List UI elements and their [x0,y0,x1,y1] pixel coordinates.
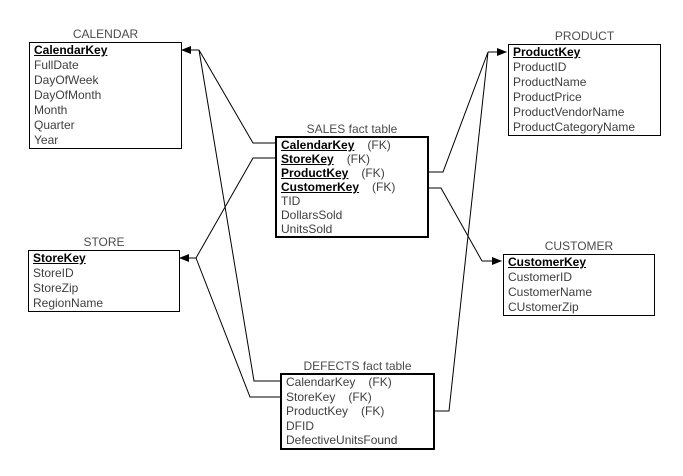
field-row: StoreKey [29,251,179,266]
field-name: TID [281,194,301,208]
field-row: CustomerKey [504,255,654,270]
field-row: CalendarKey (FK) [282,375,433,390]
fk-label: (FK) [348,389,372,404]
field-name: ProductPrice [513,90,582,104]
field-row: Month [30,103,181,118]
field-row: UnitsSold [277,222,427,236]
field-name: DefectiveUnitsFound [286,433,398,447]
connector-defects-store [195,257,281,398]
field-name: ProductKey [281,166,349,180]
field-row: DayOfMonth [30,88,181,103]
field-name: StoreID [33,266,74,280]
field-row: DollarsSold [277,208,427,222]
fk-label: (FK) [372,180,396,194]
table-store-title: STORE [83,234,125,249]
field-name: ProductVendorName [513,105,625,119]
table-product: PRODUCT ProductKey ProductID ProductName… [508,29,661,136]
field-row: CUstomerZip [504,300,654,315]
field-name: StoreKey [281,152,334,166]
table-product-title: PRODUCT [554,28,615,43]
field-name: CustomerKey [281,180,360,194]
field-row: ProductVendorName [509,105,660,120]
field-name: ProductKey [513,45,581,59]
fk-label: (FK) [346,152,371,166]
fk-label: (FK) [368,375,392,389]
field-row: ProductID [509,60,660,75]
field-name: ProductCategoryName [513,120,636,134]
connector-sales-product [424,51,489,173]
field-name: CalendarKey [34,43,108,57]
field-row: DFID [282,419,433,434]
field-row: ProductKey (FK) [277,166,427,180]
field-name: StoreKey [286,389,336,404]
field-name: CustomerKey [508,255,587,269]
field-row: StoreKey (FK) [277,152,427,166]
table-sales-fact: SALES fact table CalendarKey(FK) StoreKe… [275,122,429,238]
field-row: CustomerID [504,270,654,285]
field-row: ProductKey (FK) [282,404,433,419]
table-defects-fact: DEFECTS fact table CalendarKey(FK) Store… [280,359,435,450]
fk-label: (FK) [361,404,385,418]
field-row: ProductCategoryName [509,120,660,135]
field-name: RegionName [33,296,104,310]
field-row: ProductPrice [509,90,660,105]
field-row: DefectiveUnitsFound [282,433,433,448]
field-row: ProductKey [509,45,660,60]
field-row: StoreZip [29,281,179,296]
table-customer-title: CUSTOMER [544,238,614,253]
field-name: DayOfWeek [34,73,99,87]
field-row: CalendarKey (FK) [277,138,427,152]
field-row: FullDate [30,58,181,73]
field-row: CustomerName [504,285,654,300]
field-name: CalendarKey [281,138,355,152]
field-row: StoreKey (FK) [282,390,433,405]
field-name: Year [34,133,59,147]
field-name: FullDate [34,58,79,72]
field-name: ProductKey [286,404,349,418]
field-name: DFID [286,418,314,433]
field-row: DayOfWeek [30,73,181,88]
field-name: CalendarKey [286,375,356,389]
field-name: CustomerName [508,285,593,299]
field-row: StoreID [29,266,179,281]
connector-defects-calendar [198,49,281,382]
connector-sales-store [195,157,276,259]
table-defects-title: DEFECTS fact table [303,358,412,373]
field-name: Quarter [34,118,75,132]
field-name: CustomerID [508,270,573,284]
field-row: CalendarKey [30,43,181,58]
field-name: ProductName [513,75,587,89]
table-calendar-title: CALENDAR [72,26,139,41]
field-name: StoreZip [33,281,79,295]
field-name: DollarsSold [281,208,343,222]
connector-defects-product [430,51,489,412]
table-customer: CUSTOMER CustomerKey CustomerID Customer… [503,239,655,316]
field-name: DayOfMonth [34,88,102,102]
field-name: StoreKey [33,251,86,265]
field-row: TID [277,194,427,208]
field-name: Month [34,103,68,117]
field-name: ProductID [513,60,567,74]
table-sales-title: SALES fact table [306,121,398,136]
field-row: CustomerKey (FK) [277,180,427,194]
field-name: UnitsSold [281,222,333,236]
field-row: Year [30,133,181,148]
field-row: RegionName [29,296,179,311]
connector-sales-customer [424,187,483,262]
field-row: Quarter [30,118,181,133]
connector-sales-calendar [198,49,276,144]
table-calendar: CALENDAR CalendarKey FullDate DayOfWeek … [29,27,182,149]
table-store: STORE StoreKey StoreID StoreZip RegionNa… [28,235,180,312]
field-row: ProductName [509,75,660,90]
field-name: CUstomerZip [508,300,579,314]
fk-label: (FK) [367,138,391,152]
fk-label: (FK) [361,166,385,180]
